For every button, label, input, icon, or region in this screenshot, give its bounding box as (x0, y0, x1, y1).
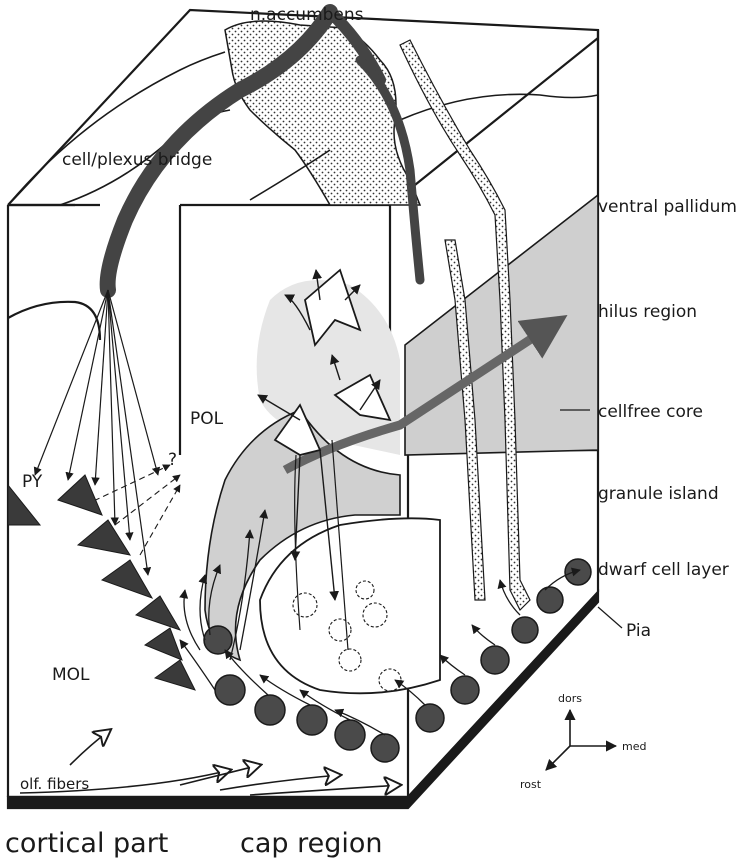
compass-med: med (622, 740, 646, 753)
label-pol: POL (190, 409, 224, 429)
label-cap-region: cap region (240, 828, 383, 859)
compass-rost: rost (520, 778, 542, 791)
label-cell-plexus-bridge: cell/plexus bridge (62, 150, 212, 170)
label-question-mark: ? (168, 450, 177, 470)
label-pia: Pia (626, 621, 651, 641)
label-n-accumbens: n.accumbens (250, 5, 364, 25)
label-cellfree-core: cellfree core (598, 402, 703, 422)
compass-dors: dors (558, 692, 582, 705)
label-mol: MOL (52, 665, 90, 685)
label-py: PY (22, 472, 43, 492)
label-granule-island: granule island (598, 484, 719, 504)
orientation-compass (546, 710, 616, 770)
pia-leader (598, 607, 622, 628)
label-hilus-region: hilus region (598, 302, 697, 322)
granule-island-outline (260, 518, 440, 693)
label-olf-fibers: olf. fibers (20, 775, 89, 793)
label-dwarf-cell-layer: dwarf cell layer (598, 560, 729, 580)
label-ventral-pallidum: ventral pallidum (598, 197, 737, 217)
label-cortical-part: cortical part (5, 828, 168, 859)
